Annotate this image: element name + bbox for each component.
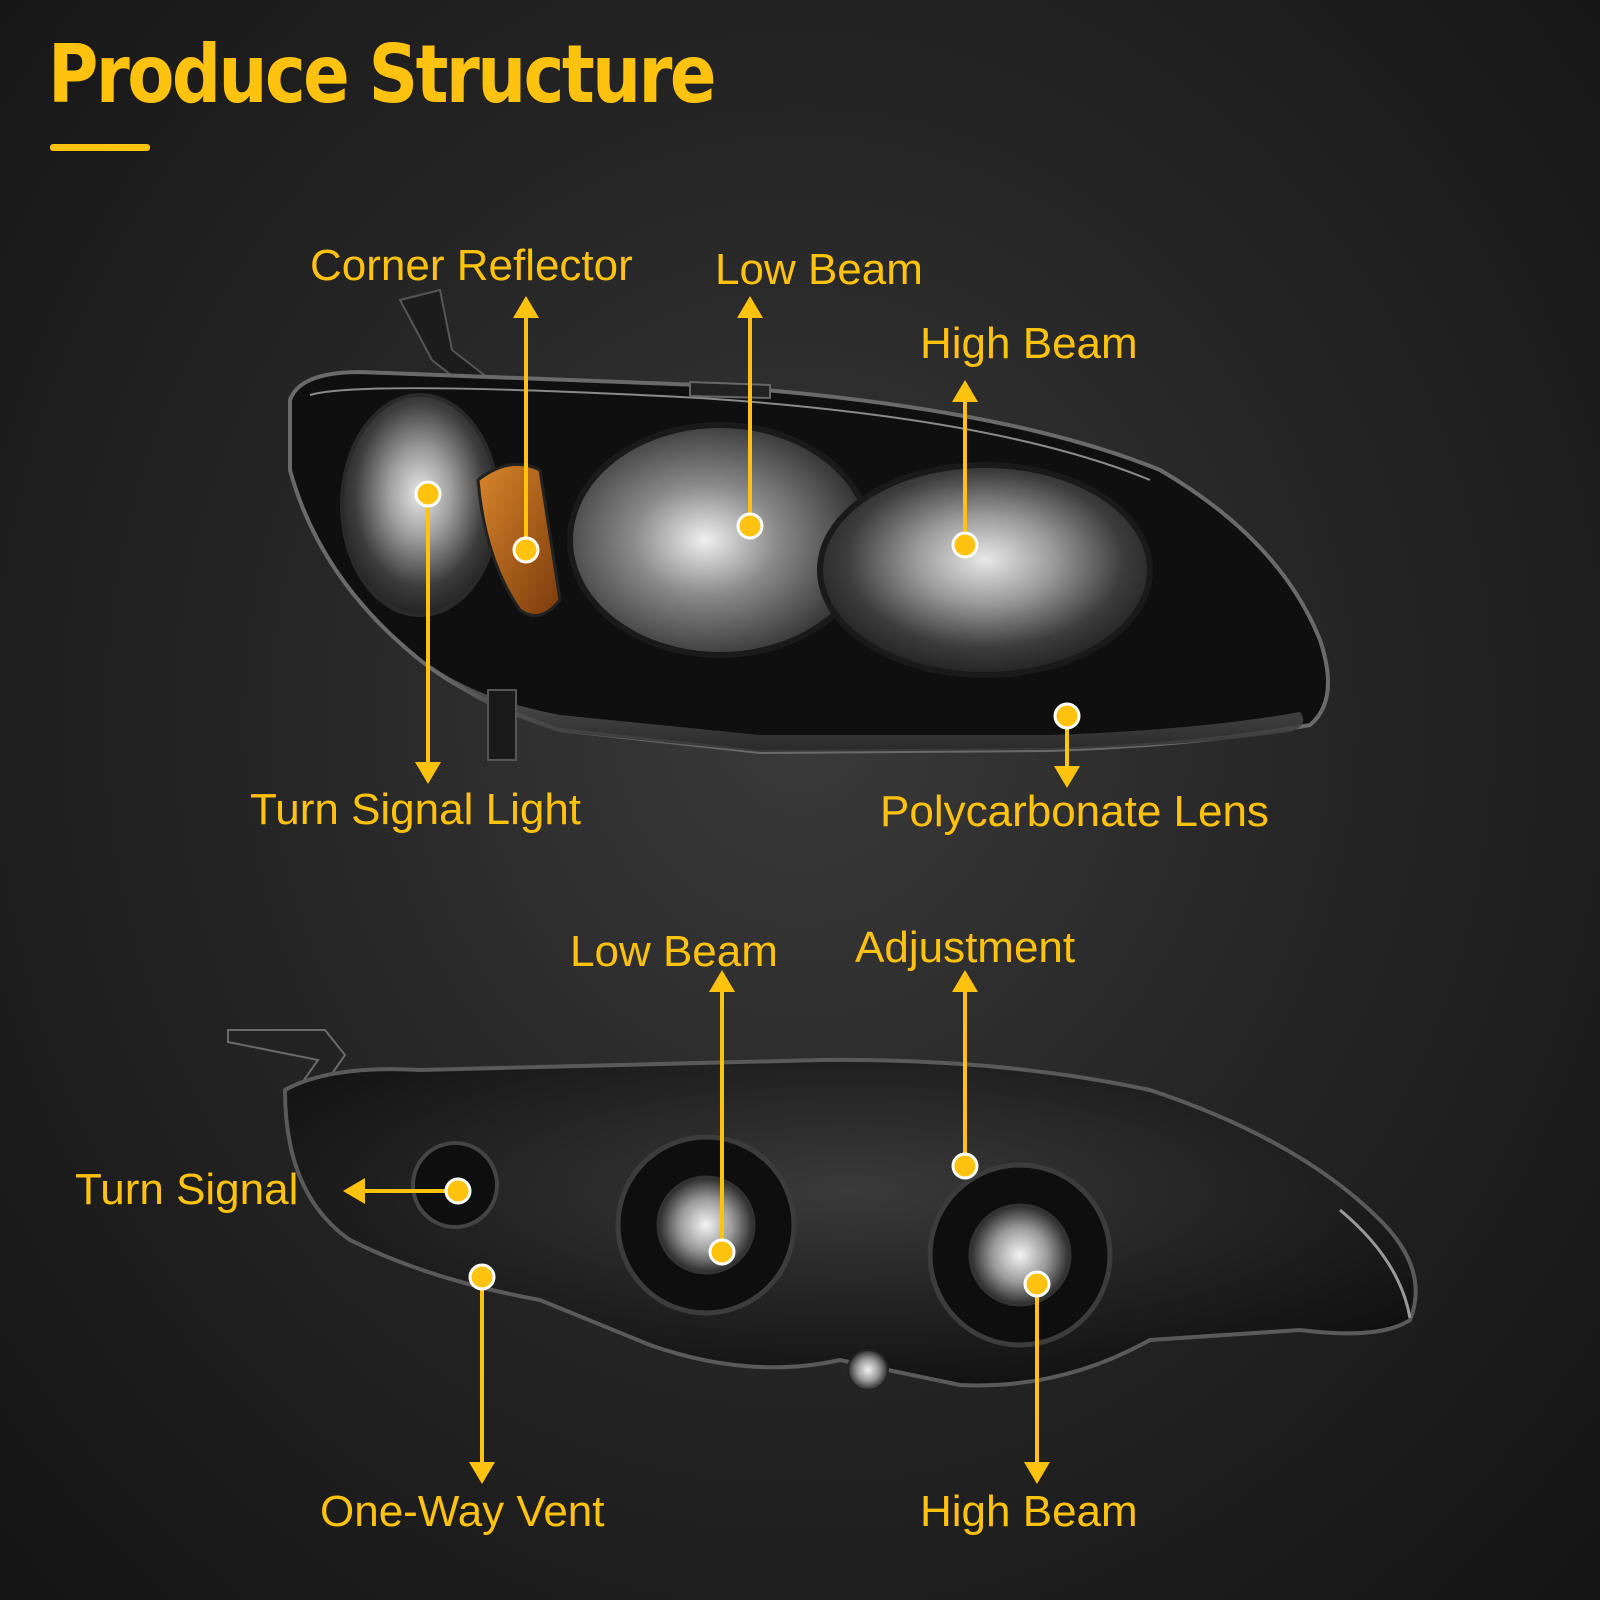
page-title: Produce Structure [48,28,717,121]
label-high-beam-rear: High Beam [920,1487,1138,1536]
label-high-beam-front: High Beam [920,319,1138,368]
label-corner-reflector: Corner Reflector [310,241,633,290]
callout-leaders [343,296,1081,1484]
label-low-beam-rear: Low Beam [570,927,778,976]
front-headlight [288,288,1330,761]
rear-headlight [227,1029,1418,1391]
label-polycarbonate-lens: Polycarbonate Lens [880,787,1269,836]
label-one-way-vent: One-Way Vent [320,1487,605,1536]
label-adjustment: Adjustment [855,923,1076,972]
label-turn-signal-rear: Turn Signal [75,1165,299,1214]
label-low-beam-front: Low Beam [715,245,923,294]
label-turn-signal-light: Turn Signal Light [250,785,582,834]
title-underline [50,144,150,151]
